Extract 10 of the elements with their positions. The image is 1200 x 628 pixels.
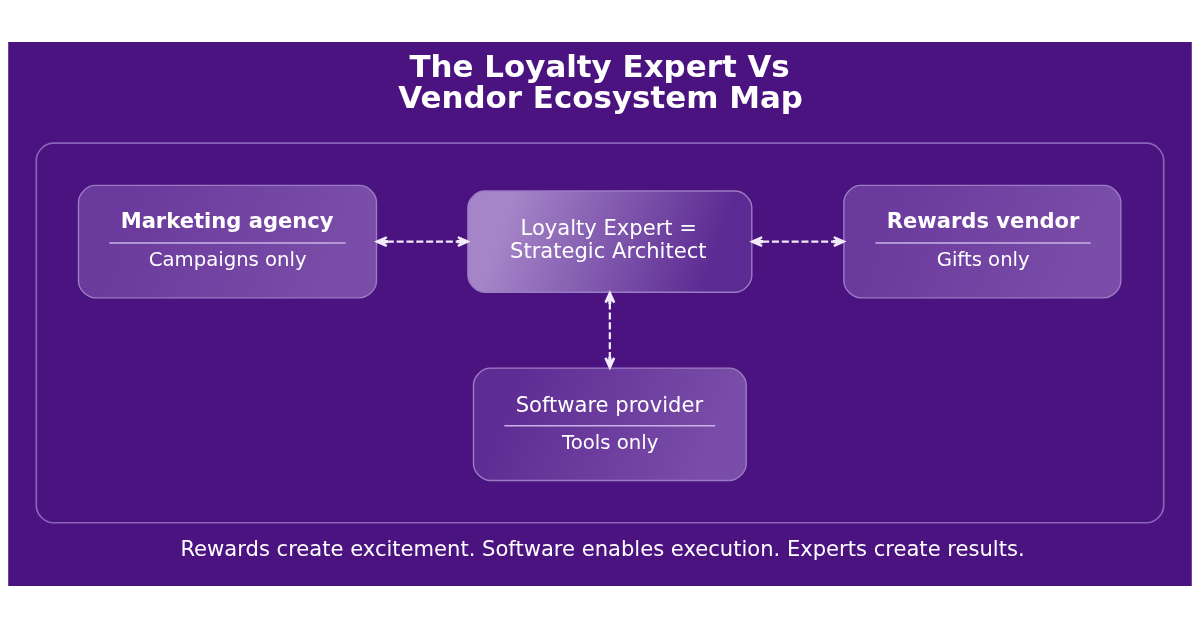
diagram-title: The Loyalty Expert Vs Vendor Ecosystem Map [398,47,803,115]
node-box: Loyalty Expert = Strategic Architect [467,190,753,293]
arrow [750,236,845,248]
arrow [604,291,616,369]
arrow [375,236,469,248]
cluster [35,142,1165,524]
caption: Rewards create excitement. Software enables execution. Experts create results. [180,536,1025,562]
node-box: Software provider Tools only [472,367,747,482]
node-box: Rewards vendor Gifts only [843,184,1122,299]
node-box: Marketing agency Campaigns only [77,184,378,299]
